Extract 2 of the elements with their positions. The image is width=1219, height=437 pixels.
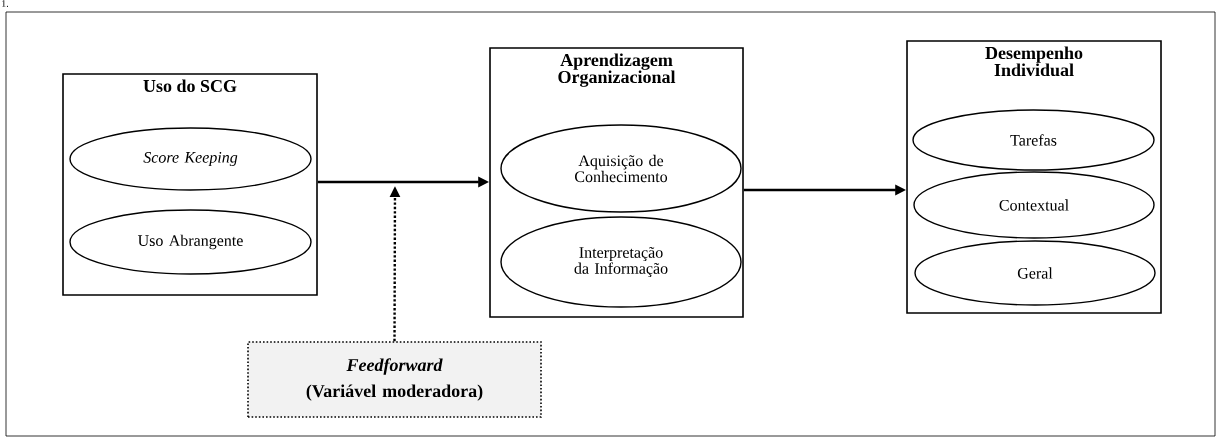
moderator-box: Feedforward (Variável moderadora) <box>247 341 542 418</box>
figure-number: 1. <box>2 0 9 7</box>
